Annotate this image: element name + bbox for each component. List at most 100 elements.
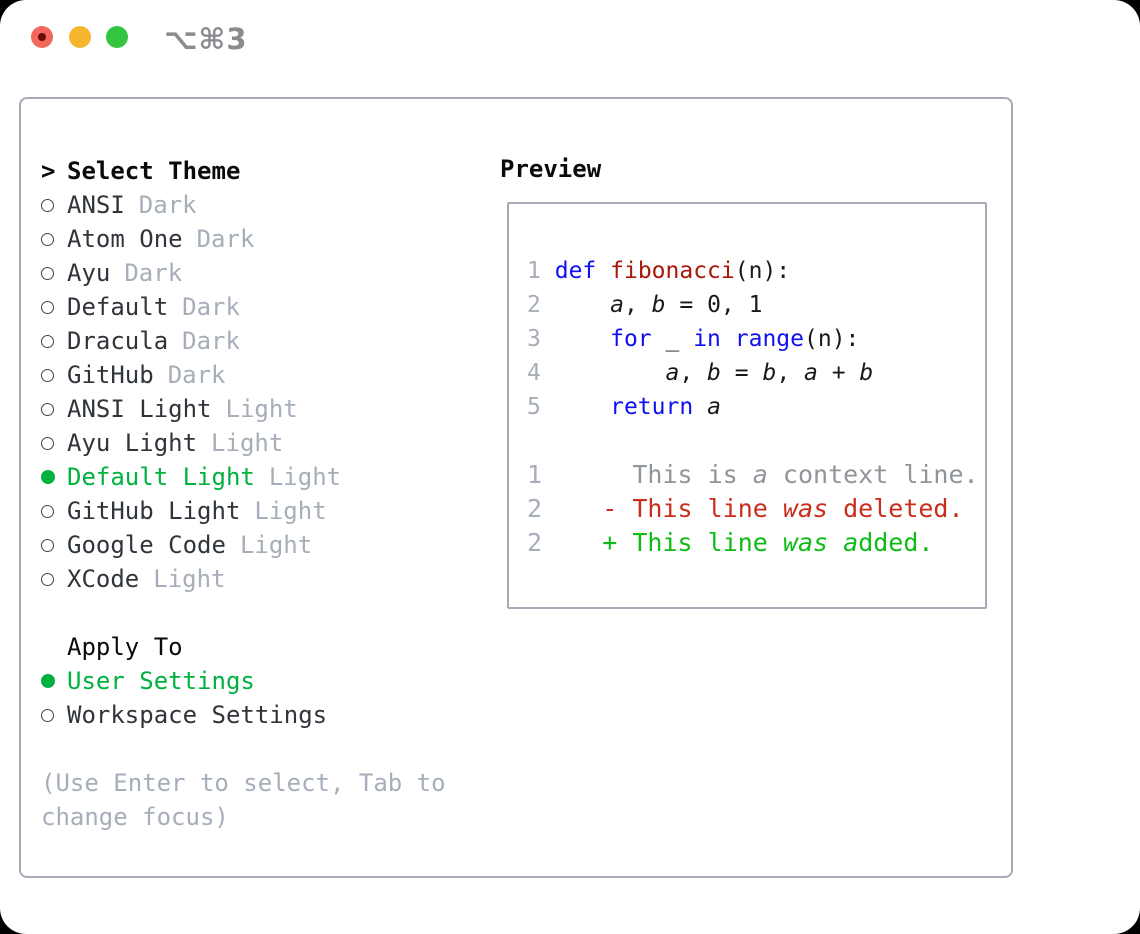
focus-prompt-icon: > [41, 157, 56, 185]
apply-option-workspace-settings[interactable]: Workspace Settings [41, 698, 486, 732]
radio-selected-icon [41, 674, 55, 688]
radio-indent [41, 198, 67, 212]
apply-to-header: Apply To [41, 630, 486, 664]
radio-icon [41, 572, 54, 586]
radio-indent [41, 436, 67, 450]
theme-option-dracula[interactable]: Dracula Dark [41, 324, 486, 358]
radio-indent [41, 708, 67, 722]
radio-icon [41, 402, 54, 416]
theme-name: GitHub [67, 361, 154, 389]
theme-option-google-code[interactable]: Google Code Light [41, 528, 486, 562]
theme-option-ansi[interactable]: ANSI Dark [41, 188, 486, 222]
close-button-dot [38, 33, 46, 41]
theme-option-ansi-light[interactable]: ANSI Light Light [41, 392, 486, 426]
code-line: 4 a, b = b, a + b [527, 360, 874, 386]
theme-name: Atom One [67, 225, 183, 253]
theme-name: Ayu [67, 259, 111, 287]
theme-variant: Light [254, 497, 327, 525]
radio-indent [41, 538, 67, 552]
apply-option-label: Workspace Settings [67, 701, 328, 729]
theme-name: Default [67, 293, 169, 321]
theme-variant: Dark [182, 327, 240, 355]
close-button[interactable] [31, 26, 53, 48]
preview-box: 1 def fibonacci(n): 2 a, b = 0, 1 3 for _ … [507, 202, 987, 609]
radio-indent [41, 504, 67, 518]
code-line: 2 + This line was added. [527, 528, 934, 557]
code-line: 5 return a [527, 394, 721, 420]
theme-variant: Light [211, 429, 284, 457]
theme-name: XCode [67, 565, 140, 593]
titlebar: ⌥⌘3 [0, 0, 1140, 70]
theme-name: ANSI Light [67, 395, 212, 423]
code-line: 2 a, b = 0, 1 [527, 292, 763, 318]
theme-variant: Dark [167, 361, 226, 389]
radio-icon [41, 368, 54, 382]
radio-icon [41, 538, 54, 552]
preview-title: Preview [500, 155, 602, 183]
preview-column: Preview 1 def fibonacci(n): 2 a, b = 0, 1… [500, 154, 1000, 609]
theme-name: Dracula [67, 327, 169, 355]
code-block-diff: 1 This is a context line. 2 - This line w… [527, 458, 985, 560]
select-theme-title: Select Theme [67, 157, 241, 185]
theme-name: Ayu Light [67, 429, 198, 457]
theme-option-xcode[interactable]: XCode Light [41, 562, 486, 596]
radio-icon [41, 334, 54, 348]
radio-indent [41, 334, 67, 348]
radio-icon [41, 266, 54, 280]
spacer [41, 732, 486, 766]
radio-indent [41, 674, 67, 688]
theme-name: ANSI [67, 191, 125, 219]
radio-indent [41, 232, 67, 246]
code-line: 3 for _ in range(n): [527, 326, 860, 352]
radio-indent [41, 572, 67, 586]
theme-option-github-light[interactable]: GitHub Light Light [41, 494, 486, 528]
theme-variant: Light [268, 463, 342, 491]
theme-option-ayu[interactable]: Ayu Dark [41, 256, 486, 290]
radio-icon [41, 232, 54, 246]
theme-variant: Dark [182, 293, 240, 321]
theme-option-github[interactable]: GitHub Dark [41, 358, 486, 392]
theme-name: Default Light [67, 463, 255, 491]
zoom-button[interactable] [106, 26, 128, 48]
radio-icon [41, 436, 54, 450]
radio-indent [41, 300, 67, 314]
radio-icon [41, 198, 54, 212]
spacer [41, 596, 486, 630]
theme-variant: Dark [138, 191, 197, 219]
select-theme-header: > Select Theme [41, 154, 486, 188]
radio-indent [41, 266, 67, 280]
window-shortcut-label: ⌥⌘3 [164, 22, 248, 56]
radio-icon [41, 504, 54, 518]
apply-to-title: Apply To [67, 633, 183, 661]
theme-variant: Light [239, 531, 313, 559]
apply-option-label: User Settings [67, 667, 255, 695]
theme-variant: Dark [196, 225, 255, 253]
radio-indent [41, 368, 67, 382]
theme-name: Google Code [67, 531, 226, 559]
theme-option-atom-one[interactable]: Atom One Dark [41, 222, 486, 256]
code-line: 1 def fibonacci(n): [527, 258, 791, 284]
code-line: 1 This is a context line. [527, 460, 979, 489]
radio-selected-icon [41, 470, 55, 484]
spacer [527, 424, 985, 458]
code-line: 2 - This line was deleted. [527, 494, 964, 523]
minimize-button[interactable] [69, 26, 91, 48]
theme-option-default-light[interactable]: Default Light Light [41, 460, 486, 494]
radio-indent [41, 470, 67, 484]
theme-variant: Light [153, 565, 226, 593]
theme-name: GitHub Light [67, 497, 241, 525]
theme-option-default[interactable]: Default Dark [41, 290, 486, 324]
apply-option-user-settings[interactable]: User Settings [41, 664, 486, 698]
code-block-python: 1 def fibonacci(n): 2 a, b = 0, 1 3 for _ … [527, 254, 985, 424]
radio-indent [41, 402, 67, 416]
theme-variant: Dark [124, 259, 183, 287]
radio-icon [41, 708, 54, 722]
theme-option-ayu-light[interactable]: Ayu Light Light [41, 426, 486, 460]
theme-variant: Light [225, 395, 298, 423]
